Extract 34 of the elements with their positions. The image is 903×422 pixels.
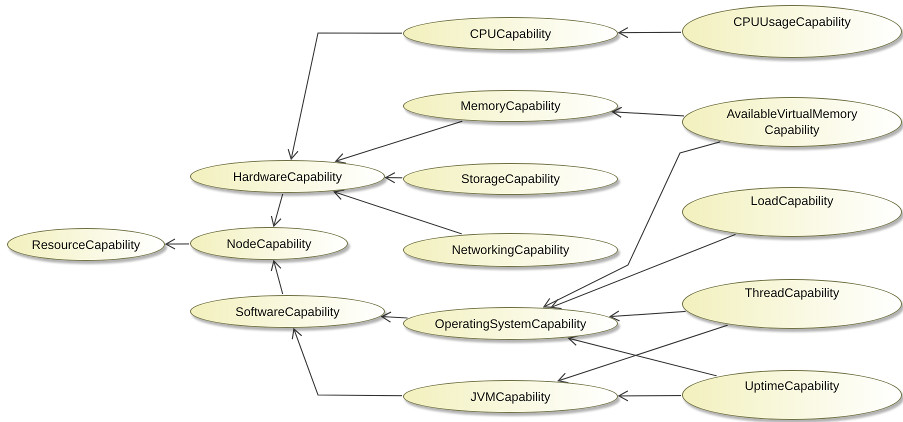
node-label: HardwareCapability — [232, 168, 342, 184]
ellipse-node — [403, 90, 618, 122]
arrow — [165, 238, 189, 250]
arrow — [558, 324, 728, 384]
node-label: CPUUsageCapability — [733, 14, 851, 30]
arrow — [568, 335, 717, 376]
arrow — [381, 312, 408, 323]
arrow — [288, 32, 402, 160]
node-label: StorageCapability — [461, 171, 560, 187]
node-label: JVMCapability — [470, 388, 550, 404]
arrow — [334, 189, 462, 234]
arrow — [618, 27, 681, 38]
arrow — [270, 194, 284, 227]
node-label: AvailableVirtualMemory Capability — [726, 106, 858, 138]
node-label: ResourceCapability — [32, 236, 140, 252]
arrow — [610, 310, 686, 322]
arrow — [270, 260, 284, 294]
node-label: NodeCapability — [226, 236, 312, 252]
arrow — [612, 106, 684, 118]
ellipse-node — [403, 307, 618, 340]
arrow — [385, 172, 402, 184]
node-label: LoadCapability — [750, 193, 834, 209]
arrow — [292, 328, 402, 396]
arrow — [618, 390, 681, 402]
node-label: CPUCapability — [470, 26, 552, 42]
node-label: NetworkingCapability — [452, 242, 570, 258]
node-label: MemoryCapability — [460, 98, 561, 114]
node-label: OperatingSystemCapability — [434, 316, 586, 332]
node-label: SoftwareCapability — [235, 304, 340, 320]
node-label: UptimeCapability — [744, 378, 840, 394]
node-label: ThreadCapability — [744, 285, 840, 301]
arrow — [550, 234, 736, 310]
arrow — [335, 120, 462, 164]
arrow — [543, 141, 720, 308]
